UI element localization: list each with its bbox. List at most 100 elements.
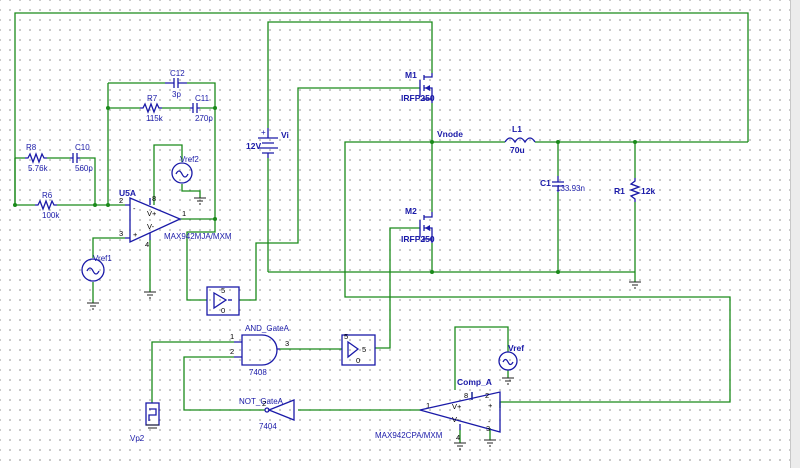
junction-dot [106, 106, 110, 110]
gate-driver-2[interactable]: 5 5 0 [341, 332, 376, 366]
r8-value: 5.76k [28, 164, 49, 173]
comp-vminus: V- [452, 415, 460, 424]
not-gate-a[interactable]: NOT_GateA 7404 2 1 [239, 397, 430, 431]
c1-value: 133.93n [556, 184, 585, 193]
net-label-vnode: Vnode [437, 129, 463, 139]
vi-value: 12V [246, 141, 261, 151]
u5a-vplus: V+ [147, 209, 157, 218]
junction-dot [213, 217, 217, 221]
source-vi[interactable]: + Vi 12V [246, 128, 289, 158]
comp-part: MAX942CPA/MXM [375, 431, 443, 440]
source-vref1[interactable]: Vref1 [81, 254, 112, 310]
junction-dot [430, 270, 434, 274]
vref1-ref: Vref1 [93, 254, 112, 263]
driver2-pin-0: 0 [356, 356, 360, 365]
junction-dot [213, 106, 217, 110]
not-ref: NOT_GateA [239, 397, 284, 406]
vertical-scrollbar[interactable] [790, 0, 800, 468]
r8-ref: R8 [26, 143, 37, 152]
and-gate-a[interactable]: AND_GateA 7408 1 2 3 [230, 324, 290, 377]
r7-ref: R7 [147, 94, 158, 103]
junctions [13, 106, 637, 274]
junction-dot [556, 270, 560, 274]
u5a-pin-2: 2 [119, 196, 123, 205]
ground-symbol [144, 291, 156, 299]
comp-vplus: V+ [452, 402, 462, 411]
driver1-pin-0: 0 [221, 306, 225, 315]
and-pin-3: 3 [285, 339, 289, 348]
inductor-l1[interactable]: L1 70u [504, 124, 536, 155]
vref2-ref: Vref2 [180, 155, 199, 164]
r1-ref: R1 [614, 186, 625, 196]
source-vref[interactable]: Vref [498, 343, 524, 385]
r6-value: 100k [42, 211, 60, 220]
resistor-r6[interactable]: R6 100k [35, 191, 60, 220]
junction-dot [106, 203, 110, 207]
ground-symbol [629, 281, 641, 289]
junction-dot [430, 140, 434, 144]
resistor-r1[interactable]: R1 12k [614, 178, 655, 202]
and-ref: AND_GateA [245, 324, 290, 333]
and-pin-2: 2 [230, 347, 234, 356]
ground-symbol [454, 442, 466, 450]
junction-dot [633, 140, 637, 144]
source-vp2[interactable]: Vp2 [130, 402, 160, 443]
resistor-r7[interactable]: R7 115k [140, 94, 164, 123]
c11-ref: C11 [195, 94, 210, 103]
capacitor-c1[interactable]: C1 133.93n [540, 176, 585, 193]
c11-value: 270p [195, 114, 213, 123]
capacitor-c12[interactable]: C12 3p [165, 69, 187, 99]
r1-value: 12k [641, 186, 655, 196]
junction-dot [13, 203, 17, 207]
m2-ref: M2 [405, 206, 417, 216]
capacitor-c10[interactable]: C10 560p [70, 143, 93, 173]
not-pin-1: 1 [426, 401, 430, 410]
vi-ref: Vi [281, 130, 289, 140]
capacitor-c11[interactable]: C11 270p [190, 94, 213, 123]
comp-pin-4: 4 [456, 433, 460, 442]
source-vref2[interactable]: Vref2 [171, 155, 206, 205]
c10-ref: C10 [75, 143, 90, 152]
and-pin-1: 1 [230, 332, 234, 341]
resistor-r8[interactable]: R8 5.76k [25, 143, 49, 173]
gate-driver-1[interactable]: 5 0 [206, 286, 240, 316]
u5a-pin-4: 4 [145, 240, 149, 249]
c10-value: 560p [75, 164, 93, 173]
comp-plus: + [488, 401, 493, 410]
r7-value: 115k [146, 114, 164, 123]
m1-ref: M1 [405, 70, 417, 80]
comp-pin-8: 8 [464, 391, 468, 400]
l1-value: 70u [510, 145, 525, 155]
ground-symbol [484, 439, 496, 447]
u5a-plus: + [133, 230, 138, 239]
not-part: 7404 [259, 422, 277, 431]
driver2-out-5: 5 [362, 345, 366, 354]
vp2-ref: Vp2 [130, 434, 145, 443]
m2-part: IRFP250 [401, 234, 435, 244]
r6-ref: R6 [42, 191, 53, 200]
junction-dot [93, 203, 97, 207]
driver2-pin-5: 5 [344, 332, 348, 341]
mosfet-m1[interactable]: M1 IRFP250 [401, 70, 435, 103]
opamp-u5a[interactable]: U5A MAX942MJA/MXM 2 3 8 4 1 V+ V- - + [119, 188, 232, 249]
and-part: 7408 [249, 368, 267, 377]
wires [14, 12, 749, 443]
junction-dot [556, 140, 560, 144]
u5a-minus: - [133, 204, 136, 213]
u5a-vminus: V- [147, 222, 155, 231]
u5a-pin-8: 8 [152, 194, 156, 203]
l1-ref: L1 [512, 124, 522, 134]
vref-ref: Vref [508, 343, 524, 353]
m1-part: IRFP250 [401, 93, 435, 103]
not-pin-2: 2 [262, 399, 266, 408]
mosfet-m2[interactable]: M2 IRFP250 [401, 206, 435, 244]
driver1-pin-5: 5 [221, 286, 225, 295]
comparator-comp-a[interactable]: Comp_A MAX942CPA/MXM 8 2 4 3 V+ V- + - [375, 377, 501, 442]
u5a-pin-3: 3 [119, 229, 123, 238]
c12-ref: C12 [170, 69, 185, 78]
vi-plus: + [261, 128, 266, 137]
comp-ref: Comp_A [457, 377, 492, 387]
comp-pin-2: 2 [485, 391, 489, 400]
